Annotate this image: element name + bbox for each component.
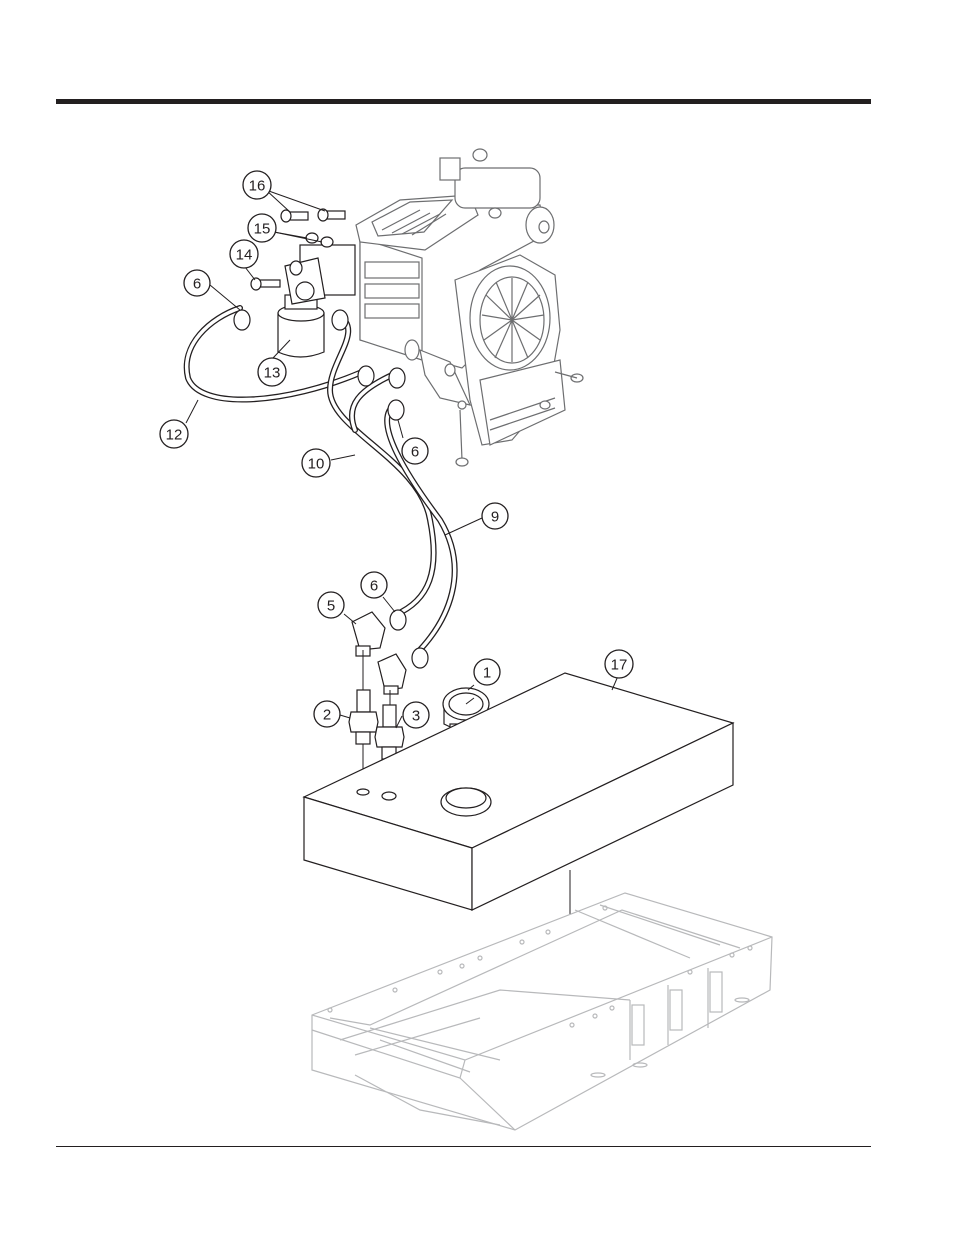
callout-15-label: 15 (254, 221, 271, 238)
callout-9-label: 9 (491, 509, 499, 526)
callout-17: 17 (605, 650, 633, 678)
callout-3: 3 (403, 702, 429, 728)
callout-6a-label: 6 (193, 276, 201, 293)
callout-14-label: 14 (236, 247, 253, 264)
callout-1-label: 1 (483, 665, 491, 682)
callout-15: 15 (248, 214, 276, 242)
callout-14: 14 (230, 240, 258, 268)
callout-6-filter: 6 (184, 270, 210, 296)
callout-13: 13 (258, 358, 286, 386)
callout-2-label: 2 (323, 707, 331, 724)
callout-17-label: 17 (611, 657, 628, 674)
callout-6-engine: 6 (402, 438, 428, 464)
callout-12: 12 (160, 420, 188, 448)
callout-16-label: 16 (249, 178, 266, 195)
skid-frame (312, 893, 772, 1130)
callout-10: 10 (302, 449, 330, 477)
callout-13-label: 13 (264, 365, 281, 382)
callout-6-tank: 6 (361, 572, 387, 598)
callout-3-label: 3 (412, 708, 420, 725)
callout-6c-label: 6 (370, 578, 378, 595)
callout-16: 16 (243, 171, 271, 199)
callout-5-label: 5 (327, 598, 335, 615)
callout-12-label: 12 (166, 427, 183, 444)
callout-1: 1 (474, 659, 500, 685)
callout-9: 9 (482, 503, 508, 529)
callout-10-label: 10 (308, 456, 325, 473)
callout-6b-label: 6 (411, 444, 419, 461)
callout-5: 5 (318, 592, 344, 618)
callout-2: 2 (314, 701, 340, 727)
